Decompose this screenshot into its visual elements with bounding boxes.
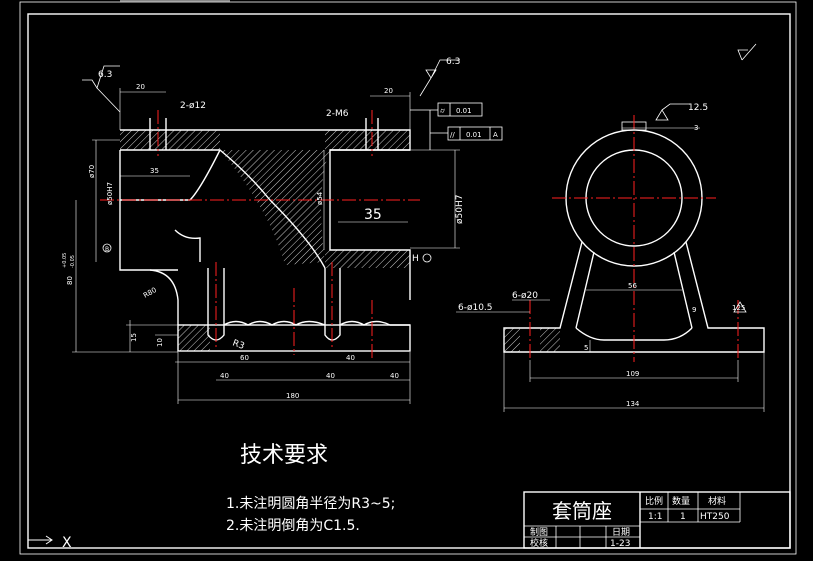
rough-small-value: 125	[732, 304, 745, 312]
dim-top-right: 20	[384, 87, 393, 95]
rough-small-symbol	[733, 301, 747, 313]
tol-value-1: 0.01	[456, 107, 472, 115]
flange-left-hatch	[120, 130, 220, 150]
holes-right-label: 2-M6	[326, 109, 349, 119]
dim-35-small: 35	[150, 167, 159, 175]
r3-label: R3	[231, 338, 246, 351]
drawing-title: 套筒座	[552, 499, 612, 523]
rough-left-value: 6.3	[98, 70, 112, 80]
datum-a: A	[493, 131, 498, 139]
holes-left-label: 2-ø12	[180, 101, 206, 111]
left-pad	[174, 229, 201, 262]
tb-scale-value: 1:1	[648, 512, 662, 522]
tech-req-heading: 技术要求	[240, 443, 328, 468]
bore-curve	[120, 149, 221, 201]
side-hatch-left2	[540, 328, 560, 352]
dim-180: 180	[286, 392, 299, 400]
dim-40d: 40	[390, 372, 399, 380]
tb-scale-label: 比例	[645, 495, 663, 507]
dia-50h7-right: ø50H7	[455, 195, 465, 224]
tb-qty-label: 数量	[672, 495, 690, 507]
dim-35-big: 35	[364, 207, 382, 223]
dim-56: 56	[628, 282, 637, 290]
side-view: 12.5 3 6-ø10.5 6-ø20 56 109 134 5 9 125	[456, 43, 765, 412]
dim-40b: 40	[220, 372, 229, 380]
holes-20: 6-ø20	[512, 291, 538, 301]
dim-109: 109	[626, 370, 639, 378]
tech-req-1: 1.未注明圆角半径为R3~5;	[226, 496, 395, 512]
x-axis-label: X	[62, 535, 72, 551]
tb-drawn-label: 制图	[530, 526, 548, 538]
dia-50h7-left: ø50H7	[106, 182, 114, 205]
rough-top-symbol	[655, 103, 690, 121]
tol-value-2: 0.01	[466, 131, 482, 139]
holes-105: 6-ø10.5	[458, 303, 493, 313]
rough-top-value: 12.5	[688, 103, 708, 113]
datum-h-circle	[422, 253, 432, 263]
h-mark: H	[412, 254, 419, 264]
inner-frame	[27, 13, 791, 549]
tb-qty-value: 1	[680, 512, 686, 522]
dia-70: ø70	[88, 165, 96, 178]
body-wedge-hatch	[220, 150, 330, 265]
height-tol-dn: -0.05	[70, 255, 76, 268]
dim-40a: 40	[346, 354, 355, 362]
roughness-right-symbol	[419, 59, 460, 97]
dim-40c: 40	[326, 372, 335, 380]
dim-9: 9	[692, 306, 696, 314]
tb-date-value: 1-23	[610, 539, 630, 549]
tolerance-frame-2	[447, 126, 503, 141]
dim-top-left: 20	[136, 83, 145, 91]
lower-hatch	[325, 250, 410, 268]
drawing-border	[19, 1, 797, 555]
base-wave	[223, 320, 410, 326]
tb-material-value: HT250	[700, 512, 730, 522]
title-block: 套筒座 比例 数量 材料 1:1 1 HT250 制图 校核 日期 1-23	[523, 491, 791, 549]
dia-54: ø54	[316, 191, 324, 205]
dim-5: 5	[584, 344, 588, 352]
height-tol-up: +0.05	[62, 253, 68, 268]
datum-b-label: B	[105, 246, 109, 253]
r80-label: R80	[142, 286, 158, 300]
x-axis-arrow	[28, 535, 53, 545]
dim-134: 134	[626, 400, 640, 408]
front-section-view: 6.3 6.3 20 20 2-ø12 2-M6 0.01 0.01 ⌭ // …	[62, 57, 503, 404]
roughness-left-symbol	[82, 65, 121, 113]
dim-15: 15	[130, 333, 138, 342]
rough-corner-symbol	[737, 43, 757, 61]
tol-symbol-1: ⌭	[440, 107, 445, 115]
tb-checked-label: 校核	[530, 537, 548, 549]
base-hatch-l	[178, 325, 210, 351]
tb-material-label: 材料	[708, 495, 726, 507]
side-hatch-left	[504, 328, 520, 352]
height-80: 80	[66, 276, 74, 285]
r80-arc	[149, 269, 179, 325]
flange-right-hatch	[325, 130, 410, 150]
front-inner-bore	[120, 149, 326, 269]
dim-60: 60	[240, 354, 249, 362]
dim-3: 3	[694, 124, 698, 132]
datum-b-circle	[102, 243, 112, 253]
tolerance-frame-1	[437, 102, 483, 117]
rough-right-value: 6.3	[446, 57, 460, 67]
tech-req-2: 2.未注明倒角为C1.5.	[226, 518, 360, 534]
dim-10: 10	[156, 338, 164, 347]
tol-symbol-2: //	[450, 131, 455, 139]
tb-date-label: 日期	[612, 527, 630, 538]
